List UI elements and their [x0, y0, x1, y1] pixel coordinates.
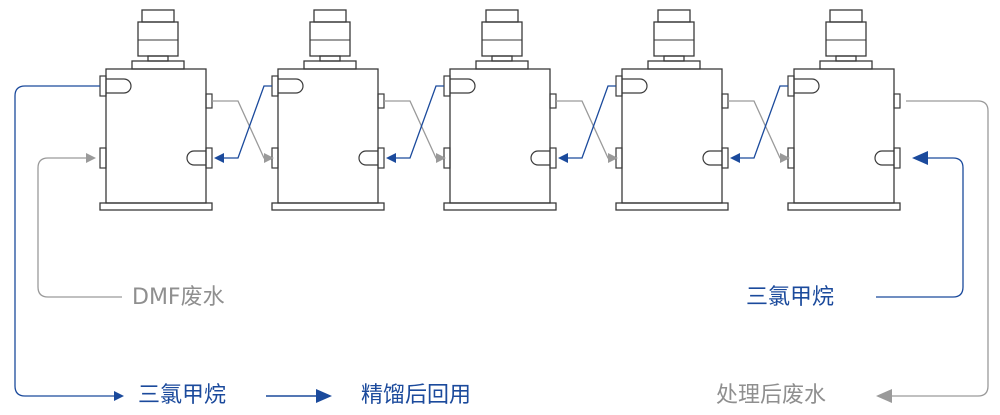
wastewater-feed-line	[37, 153, 122, 298]
recovery-label: 精馏后回用	[361, 383, 472, 408]
treated-water-line	[876, 100, 989, 403]
feed-wastewater-label: DMF废水	[132, 285, 225, 310]
interstage-crossover	[728, 85, 790, 163]
solvent-in-label: 三氯甲烷	[746, 285, 835, 310]
solvent-feed-line	[876, 151, 964, 298]
mixer-settler-unit	[787, 9, 901, 211]
extract-outlet-line	[14, 85, 124, 401]
interstage-crossover	[384, 85, 446, 163]
interstage-crossover	[212, 85, 274, 163]
mixer-settler-unit	[271, 9, 385, 211]
solvent-out-label: 三氯甲烷	[138, 383, 227, 408]
treated-water-label: 处理后废水	[716, 383, 827, 408]
mixer-settler-unit	[443, 9, 557, 211]
mixer-settler-unit	[615, 9, 729, 211]
interstage-crossover	[556, 85, 618, 163]
mixer-settler-unit	[99, 9, 213, 211]
